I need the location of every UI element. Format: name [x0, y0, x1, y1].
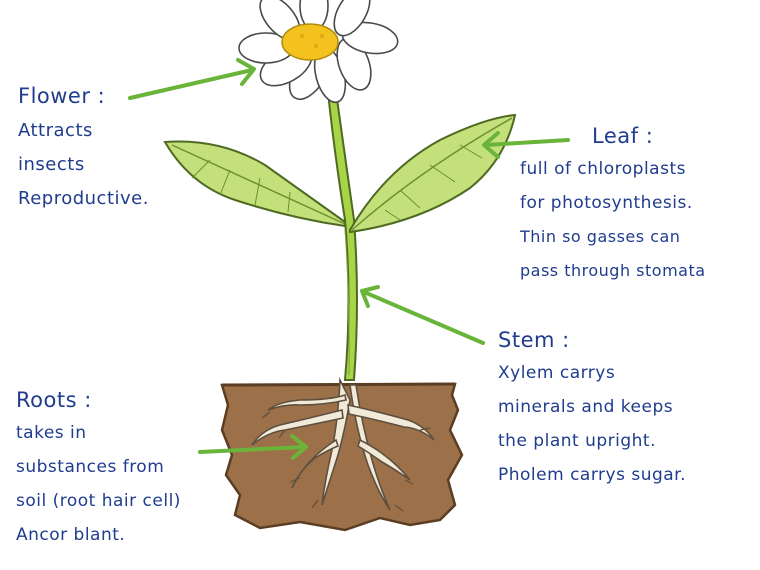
- roots-annotation: Roots : takes in substances from soil (r…: [16, 388, 181, 552]
- roots-desc-line-4: Ancor blant.: [16, 525, 126, 545]
- roots-desc-line-2: substances from: [16, 457, 165, 477]
- flower-desc-line-2: insects: [18, 154, 85, 175]
- stem-label: Stem :: [498, 328, 570, 352]
- stem: [326, 91, 358, 381]
- roots-desc-line-1: takes in: [16, 423, 87, 443]
- leaf-label: Leaf :: [592, 124, 654, 148]
- stem-desc-line-3: the plant upright.: [498, 431, 656, 451]
- left-leaf: [163, 140, 346, 228]
- annotation-arrows: [128, 58, 570, 460]
- flower-annotation: Flower : Attracts insects Reproductive.: [18, 84, 149, 216]
- stem-desc-line-2: minerals and keeps: [498, 397, 674, 417]
- flower-desc-line-1: Attracts: [18, 120, 93, 141]
- flower-arrow: [128, 58, 256, 100]
- roots-arrow: [198, 434, 308, 460]
- leaf-arrow: [482, 131, 570, 159]
- flower-desc-line-3: Reproductive.: [18, 188, 149, 209]
- leaf-desc-line-3: Thin so gasses can: [520, 227, 681, 246]
- stem-arrow: [360, 285, 485, 345]
- leaf-desc-line-4: pass through stomata: [520, 261, 706, 280]
- stem-annotation: Stem : Xylem carrys minerals and keeps t…: [498, 328, 686, 492]
- leaf-desc-line-2: for photosynthesis.: [520, 193, 693, 213]
- roots-label: Roots :: [16, 388, 92, 412]
- stem-desc-line-4: Pholem carrys sugar.: [498, 465, 687, 485]
- flower: [238, 0, 399, 104]
- flower-label: Flower :: [18, 84, 106, 108]
- leaf-desc-line-1: full of chloroplasts: [520, 159, 686, 179]
- roots: [251, 376, 435, 511]
- stem-desc-line-1: Xylem carrys: [498, 363, 616, 383]
- right-leaf: [349, 113, 517, 234]
- roots-desc-line-3: soil (root hair cell): [16, 491, 181, 511]
- leaf-annotation: Leaf : full of chloroplasts for photosyn…: [520, 124, 706, 288]
